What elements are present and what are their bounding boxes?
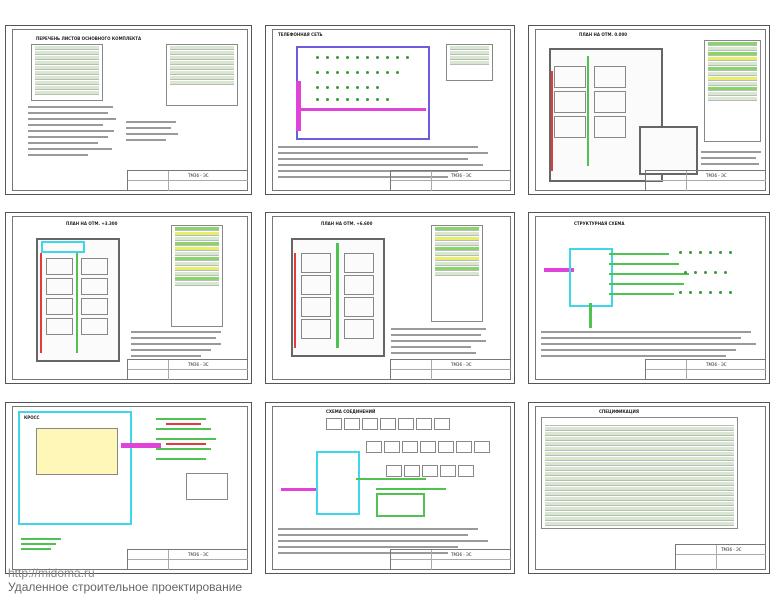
sheet-frame: [12, 216, 248, 380]
title-block: ТМЗ6 - ЭС: [127, 170, 248, 191]
sheets-table: [31, 44, 103, 101]
sheet-title: ПЛАН НА ОТМ. +3.300: [66, 221, 118, 226]
title-block: ТМЗ6 - ЭС: [645, 359, 766, 380]
drawing-sheet-3[interactable]: ПЛАН НА ОТМ. 0.000 ТМЗ6 - ЭС: [528, 25, 770, 195]
sheet-frame: [535, 406, 766, 570]
floor-plan-wing: [639, 126, 698, 175]
title-block: ТМЗ6 - ЭС: [127, 359, 248, 380]
sheet-frame: [535, 216, 766, 380]
sheet-title: ТЕЛЕФОННАЯ СЕТЬ: [278, 32, 323, 37]
cross-panel: [18, 411, 132, 525]
title-block: ТМЗ6 - ЭС: [390, 170, 511, 191]
drawing-sheet-1[interactable]: ПЕРЕЧЕНЬ ЛИСТОВ ОСНОВНОГО КОМПЛЕКТА ТМЗ6…: [5, 25, 252, 195]
drawing-sheet-8[interactable]: СХЕМА СОЕДИНЕНИЙ ТМЗ6 - ЭС: [265, 402, 515, 574]
drawing-sheet-7[interactable]: КРОСС ТМЗ6 - ЭС: [5, 402, 252, 574]
drawing-sheet-2[interactable]: ТЕЛЕФОННАЯ СЕТЬ ТМЗ6 - ЭС: [265, 25, 515, 195]
specification-table: [541, 417, 738, 529]
junction-box: [316, 451, 360, 515]
sheet-title: ПЛАН НА ОТМ. 0.000: [579, 32, 628, 37]
panel-grid: [36, 428, 118, 475]
drawing-sheet-6[interactable]: СТРУКТУРНАЯ СХЕМА ТМЗ6 - ЭС: [528, 212, 770, 384]
summary-table: [446, 44, 493, 81]
cross-legend: [186, 473, 228, 500]
footer-caption: Удаленное строительное проектирование: [8, 580, 243, 594]
sheet-frame: [535, 29, 766, 191]
network-outline: [296, 46, 430, 140]
legend-table: [431, 225, 483, 322]
title-block: ТМЗ6 - ЭС: [675, 544, 766, 570]
sheet-frame: [272, 29, 511, 191]
sheet-title: СПЕЦИФИКАЦИЯ: [599, 409, 639, 414]
sheet-frame: [272, 406, 511, 570]
title-block: ТМЗ6 - ЭС: [645, 170, 766, 191]
footer-url[interactable]: http://midoma.ru: [8, 566, 95, 580]
sheet-title: ПЕРЕЧЕНЬ ЛИСТОВ ОСНОВНОГО КОМПЛЕКТА: [36, 36, 142, 41]
title-block: ТМЗ6 - ЭС: [390, 359, 511, 380]
title-block: ТМЗ6 - ЭС: [390, 549, 511, 570]
sheet-title: СТРУКТУРНАЯ СХЕМА: [574, 221, 625, 226]
title-block: ТМЗ6 - ЭС: [127, 549, 248, 570]
legend-table: [171, 225, 223, 327]
drawing-sheet-5[interactable]: ПЛАН НА ОТМ. +6.600 ТМЗ6 - ЭС: [265, 212, 515, 384]
sheet-frame: [272, 216, 511, 380]
sheet-title: СХЕМА СОЕДИНЕНИЙ: [326, 409, 376, 414]
sheet-title: КРОСС: [24, 415, 40, 420]
reference-table: [166, 44, 238, 106]
drawing-sheet-4[interactable]: ПЛАН НА ОТМ. +3.300 ТМЗ6 - ЭС: [5, 212, 252, 384]
sheet-frame: [12, 406, 248, 570]
legend-table: [704, 40, 761, 142]
sheet-title: ПЛАН НА ОТМ. +6.600: [321, 221, 373, 226]
drawing-sheet-9[interactable]: СПЕЦИФИКАЦИЯ ТМЗ6 - ЭС: [528, 402, 770, 574]
sheet-frame: [12, 29, 248, 191]
cross-box: [569, 248, 613, 307]
